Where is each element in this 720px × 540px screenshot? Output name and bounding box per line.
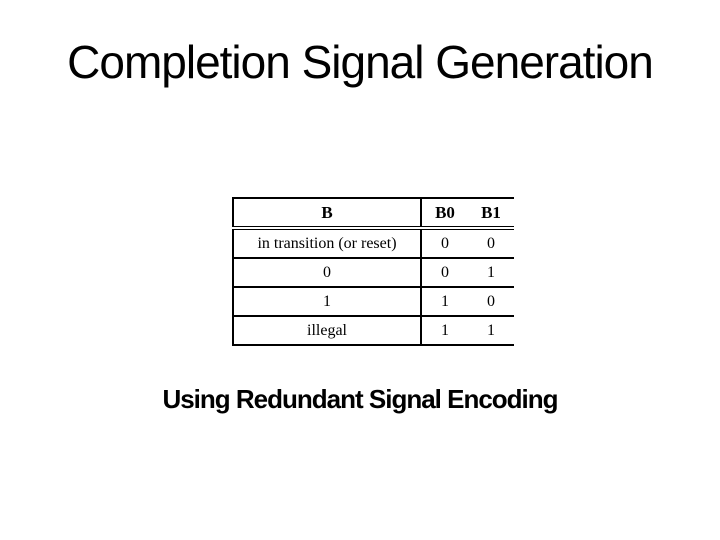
table-header-b0: B0 bbox=[421, 198, 468, 230]
encoding-table-body: in transition (or reset) 0 0 0 0 1 1 1 0… bbox=[233, 228, 514, 345]
table-cell-b1: 1 bbox=[487, 321, 495, 339]
table-row: illegal 1 1 bbox=[233, 316, 514, 345]
encoding-table: B B0 B1 in transition (or reset) 0 0 0 0… bbox=[232, 197, 514, 346]
table-cell-b1: 1 bbox=[468, 258, 514, 288]
table-cell-b0: 0 bbox=[421, 258, 468, 288]
table-header-b1: B1 bbox=[468, 198, 514, 230]
table-cell-b: 1 bbox=[233, 287, 422, 317]
table-cell-b0: 1 bbox=[421, 287, 468, 317]
table-row: 0 0 1 bbox=[233, 258, 514, 288]
table-header-b: B bbox=[233, 198, 422, 230]
table-cell-b0: 0 bbox=[421, 228, 468, 259]
slide-caption: Using Redundant Signal Encoding bbox=[162, 384, 558, 414]
table-header-row: B B0 B1 bbox=[233, 198, 514, 230]
table-cell-b: 0 bbox=[233, 258, 422, 288]
table-cell-b1: 0 bbox=[468, 287, 514, 317]
table-cell-b0: 1 bbox=[441, 321, 449, 339]
table-row: 1 1 0 bbox=[233, 287, 514, 317]
table-row: in transition (or reset) 0 0 bbox=[233, 228, 514, 259]
table-cell-b: in transition (or reset) bbox=[233, 228, 422, 259]
encoding-table-header: B B0 B1 bbox=[233, 198, 514, 230]
slide-title: Completion Signal Generation bbox=[67, 36, 654, 88]
table-cell-b1: 0 bbox=[468, 228, 514, 259]
table-cell-b: illegal bbox=[233, 316, 422, 345]
